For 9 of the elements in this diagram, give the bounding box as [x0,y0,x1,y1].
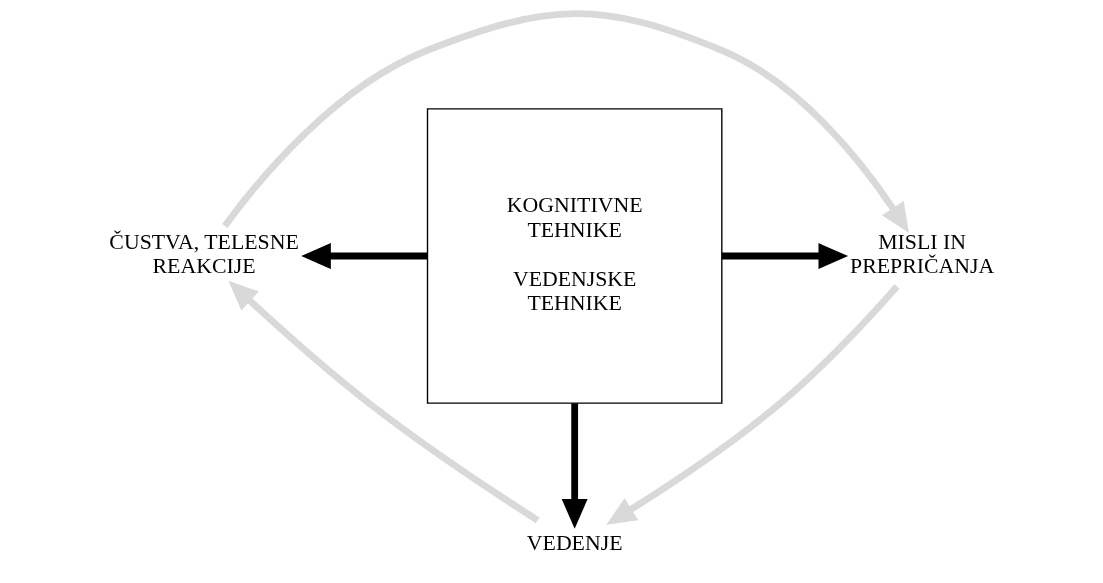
arrow [606,284,900,525]
node-box: KOGNITIVNE TEHNIKE VEDENJSKE TEHNIKE [426,108,723,404]
node-text: VEDENJE [526,531,623,556]
arrow [301,243,428,269]
node-text: MISLI IN PREPRIČANJA [850,229,995,279]
arrow [228,280,540,524]
arrow [721,243,849,269]
arrow [222,10,909,233]
node-text: ČUSTVA, TELESNE REAKCIJE [109,229,299,279]
